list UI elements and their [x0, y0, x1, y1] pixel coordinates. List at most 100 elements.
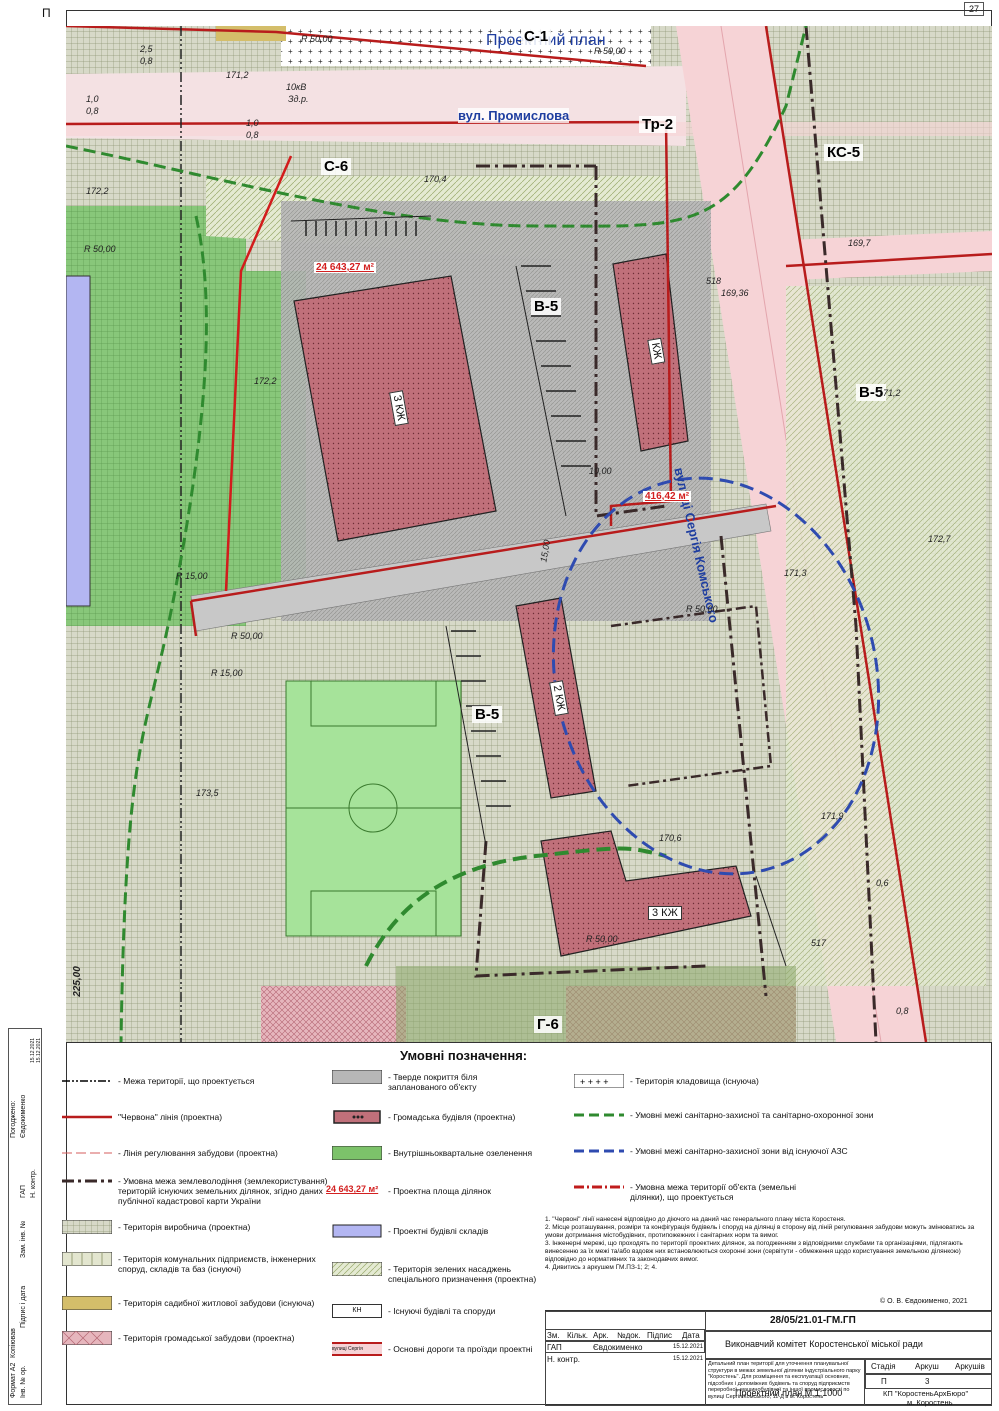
setback-label: 2,5 [140, 44, 153, 54]
radius-label: R 15,00 [176, 571, 208, 581]
col-header: Зм. [547, 1331, 560, 1340]
stage-value: П [881, 1377, 887, 1386]
elevation-label: 170,6 [659, 833, 682, 843]
survey-mark: 517 [811, 938, 827, 948]
client: Виконавчий комітет Коростенської міської… [725, 1339, 923, 1349]
notes: 1. "Червоні" лінії нанесені відповідно д… [545, 1216, 975, 1271]
legend-item: - Умовні межі санітарно-захисної зони ві… [574, 1146, 848, 1156]
setback-label: 0,8 [86, 106, 99, 116]
legend-item: + + + + - Територія кладовища (існуюча) [574, 1074, 880, 1088]
role-n-kontr: Н. контр. [547, 1355, 581, 1364]
gap-name: Євдокименко [593, 1343, 643, 1352]
sidebar-gap: ГАП [20, 1185, 27, 1198]
zone-label-g6: Г-6 [534, 1016, 562, 1033]
power-line-label: 10кВ [286, 82, 307, 92]
street-promyslova: вул. Промислова [458, 108, 570, 123]
dimension-label: 10,00 [589, 466, 612, 476]
dimension-label: 225,00 [71, 966, 83, 997]
elevation-label: 171,3 [784, 568, 807, 578]
elevation-label: 172,2 [86, 186, 109, 196]
city: м. Коростень [907, 1398, 953, 1407]
sidebar-name: Євдокименко [20, 1094, 27, 1138]
legend-item: - Умовна межа території об'єкта (земельн… [574, 1182, 797, 1202]
elevation-label: 172,2 [254, 376, 277, 386]
setback-label: 0,8 [896, 1006, 909, 1016]
radius-label: R 50,00 [301, 34, 333, 44]
setback-label: 0,8 [246, 130, 259, 140]
elevation-label: 170,4 [424, 174, 447, 184]
legend-item: - Лінія регулювання забудови (проектна) [62, 1148, 278, 1158]
sidebar-copied: Копіював [10, 1328, 17, 1358]
sidebar-sign-date: Підпис і дата [20, 1285, 27, 1328]
radius-label: R 50,00 [231, 631, 263, 641]
organization: КП "КоростеньАрхБюро" [883, 1389, 969, 1398]
col-header: №док. [617, 1331, 641, 1340]
copyright: © О. В. Євдокименко, 2021 [880, 1298, 968, 1305]
sheets-label: Аркушів [955, 1362, 985, 1371]
elevation-label: 173,5 [196, 788, 219, 798]
elevation-label: 171,9 [821, 811, 844, 821]
sidebar-date2: 15.12.2021 [36, 1037, 42, 1063]
sidebar-format: Формат А2 [10, 1362, 17, 1398]
building-label-4: 3 КЖ [648, 906, 682, 920]
radius-label: R 50,00 [686, 604, 718, 614]
legend-item: - Межа території, що проектується [62, 1076, 255, 1086]
col-header: Кільк. [567, 1331, 588, 1340]
legend-item: КН - Існуючі будівлі та споруди [332, 1304, 538, 1318]
sheet-label: Аркуш [915, 1362, 939, 1371]
description: Детальний план території для уточнення п… [708, 1361, 861, 1400]
zone-label-c6: С-6 [321, 158, 352, 175]
setback-label: 0,6 [876, 878, 889, 888]
drawing-code: 28/05/21.01-ГМ.ГП [770, 1315, 856, 1326]
plan-name: Проектний план М 1:1000 [735, 1388, 843, 1398]
legend-item: - Умовна межа землеволодіння (землекорис… [62, 1176, 328, 1206]
setback-label: 1,0 [86, 94, 99, 104]
zone-label-ks5: КС-5 [824, 144, 864, 161]
north-arrow: П [42, 6, 51, 20]
elevation-label: 172,7 [928, 534, 951, 544]
legend-item: - Внутрішньоквартальне озеленення [332, 1146, 538, 1160]
radius-label: R 50,00 [586, 934, 618, 944]
legend-item: "Червона" лінія (проектна) [62, 1112, 223, 1122]
elevation-label: 169,7 [848, 238, 871, 248]
title-block: 28/05/21.01-ГМ.ГП Виконавчий комітет Кор… [545, 1310, 992, 1407]
zone-label-v5-a: В-5 [531, 298, 562, 315]
sidebar-inv-no: Інв. № ор. [20, 1365, 27, 1398]
n-kontr-date: 15.12.2021 [673, 1356, 704, 1362]
zone-label-v5-c: В-5 [472, 706, 503, 723]
map-area: + [66, 26, 992, 1043]
legend-item: - Територія громадської забудови (проект… [62, 1331, 338, 1345]
zone-label-v5-b: В-5 [856, 384, 887, 401]
sheet-value: 3 [925, 1377, 930, 1386]
zone-label-c1: С-1 [521, 28, 552, 45]
area-main: 24 643,27 м² [314, 262, 376, 273]
site-plan-svg: + [66, 26, 992, 1042]
sidebar-zam-inv: Зам. інв. № [20, 1220, 27, 1258]
page-number: 27 [964, 2, 985, 16]
col-header: Підпис [647, 1331, 672, 1340]
col-header: Арк. [593, 1331, 609, 1340]
survey-mark: 518 [706, 276, 722, 286]
legend-item: - Територія зелених насаджень спеціально… [332, 1262, 538, 1284]
legend-item: - Громадська будівля (проектна) [333, 1110, 538, 1124]
col-header: Дата [682, 1331, 700, 1340]
elevation-label: 169,36 [721, 288, 749, 298]
gap-date: 15.12.2021 [673, 1344, 704, 1350]
sidebar-n-kontr: Н. контр. [30, 1169, 37, 1198]
legend-item: - Проектні будівлі складів [332, 1224, 538, 1238]
legend-item: вулиці Сергія Комського - Основні дороги… [332, 1342, 533, 1356]
elevation-label: 171,2 [878, 388, 901, 398]
role-gap: ГАП [547, 1343, 562, 1352]
left-stamp: Формат А2 Копіював Інв. № ор. Підпис і д… [8, 1028, 42, 1405]
elevation-label: 171,2 [226, 70, 249, 80]
legend-item: - Тверде покриття біля запланованого об'… [332, 1070, 538, 1092]
legend-title: Умовні позначення: [400, 1048, 528, 1063]
setback-label: 0,8 [140, 56, 153, 66]
radius-label: R 15,00 [211, 668, 243, 678]
stage-label: Стадія [871, 1362, 896, 1371]
zone-label-tr2: Тр-2 [639, 116, 677, 133]
legend-item: - Територія садибної житлової забудови (… [62, 1296, 338, 1310]
legend-item: - Територія виробнича (проектна) [62, 1220, 338, 1234]
legend-item: - Умовні межі санітарно-захисної та сані… [574, 1110, 874, 1120]
legend-item: - Територія комунальних підприємств, інж… [62, 1252, 328, 1274]
